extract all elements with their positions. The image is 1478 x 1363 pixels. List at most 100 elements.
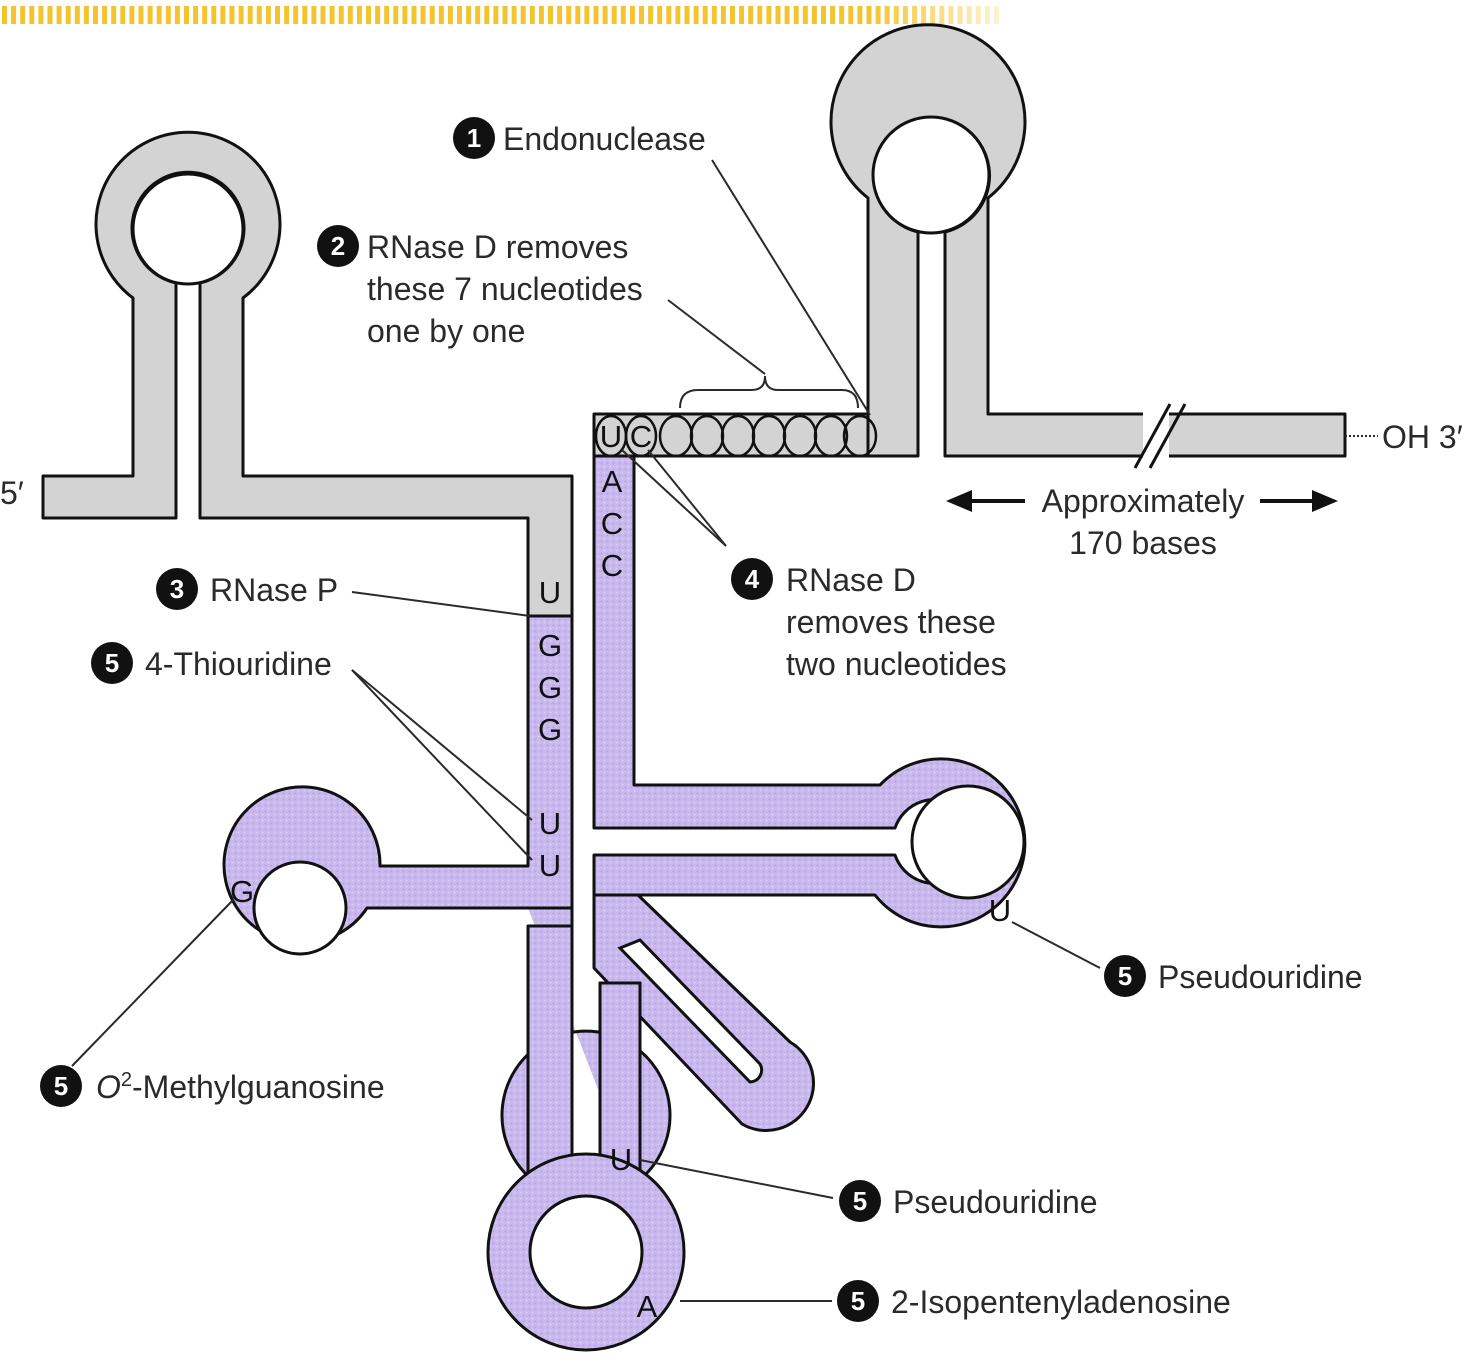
stripe-dash (230, 6, 235, 24)
stripe-dash (439, 6, 444, 24)
stripe-dash (575, 6, 580, 24)
stripe-dash (29, 6, 34, 24)
stripe-dash (148, 6, 153, 24)
mod-pseudouridine-ac-number: 5 (853, 1186, 867, 1216)
d-loop-base-g: G (230, 874, 254, 909)
stripe-dash (311, 6, 316, 24)
t-loop-hole (912, 786, 1024, 898)
step-2-bracket (680, 376, 858, 408)
stripe-dash (685, 6, 690, 24)
stripe-dash (38, 6, 43, 24)
stripe-dash (175, 6, 180, 24)
mod-thiouridine-leader-a (352, 670, 532, 820)
stripe-dash (75, 6, 80, 24)
step-3-label: RNase P (210, 572, 338, 608)
step-3-number: 3 (170, 574, 184, 604)
stripe-dash (594, 6, 599, 24)
mod-thiouridine-label: 4-Thiouridine (145, 646, 332, 682)
stripe-dash (348, 6, 353, 24)
stripe-dash (757, 6, 762, 24)
three-prime-hairpin (831, 25, 1345, 456)
stripe-dash (129, 6, 134, 24)
mod-pseudouridine-t-number: 5 (1118, 961, 1132, 991)
stripe-dash (321, 6, 326, 24)
stripe-dash (994, 6, 999, 24)
stripe-dash (257, 6, 262, 24)
stripe-dash (93, 6, 98, 24)
stripe-dash (566, 6, 571, 24)
stripe-dash (184, 6, 189, 24)
stripe-dash (57, 6, 62, 24)
stripe-dash (603, 6, 608, 24)
mod-methylguanosine-leader (72, 900, 233, 1066)
stripe-dash (20, 6, 25, 24)
stripe-dash (548, 6, 553, 24)
stripe-dash (357, 6, 362, 24)
stripe-dash (748, 6, 753, 24)
stripe-dash (393, 6, 398, 24)
stripe-dash (894, 6, 899, 24)
stem-base-g3: G (538, 712, 562, 747)
mod-methylguanosine-label: O2-Methylguanosine (96, 1069, 385, 1105)
step-4-leader-b (648, 450, 726, 546)
stripe-dash (211, 6, 216, 24)
stripe-dash (530, 6, 535, 24)
stripe-dash (830, 6, 835, 24)
five-prime-label: 5′ (0, 475, 24, 511)
anticodon-loop-base-a: A (637, 1289, 658, 1324)
stem-base-g1: G (538, 628, 562, 663)
stripe-dash (475, 6, 480, 24)
stripe-dash (639, 6, 644, 24)
stripe-dash (912, 6, 917, 24)
removed-base-c: C (630, 419, 652, 454)
stripe-dash (821, 6, 826, 24)
stripe-dash (275, 6, 280, 24)
stripe-dash (776, 6, 781, 24)
stripe-dash (730, 6, 735, 24)
stripe-dash (739, 6, 744, 24)
stripe-dash (703, 6, 708, 24)
stripe-dash (948, 6, 953, 24)
stripe-dash (248, 6, 253, 24)
stripe-dash (66, 6, 71, 24)
stripe-dash (584, 6, 589, 24)
stripe-dash (503, 6, 508, 24)
stripe-dash (457, 6, 462, 24)
step-2-leader (668, 300, 765, 374)
stripe-dash (2, 6, 7, 24)
stripe-dash (903, 6, 908, 24)
stripe-dash (621, 6, 626, 24)
step-4-leader-a (622, 450, 726, 546)
mod-thiouridine-leader-b (352, 670, 532, 860)
stripe-dash (766, 6, 771, 24)
stripe-dash (220, 6, 225, 24)
stripe-dash (302, 6, 307, 24)
mod-pseudouridine-t-label: Pseudouridine (1158, 959, 1363, 995)
stripe-dash (330, 6, 335, 24)
stripe-dash (712, 6, 717, 24)
stripe-dash (694, 6, 699, 24)
stripe-dash (512, 6, 517, 24)
mod-pseudouridine-t-leader (1012, 922, 1100, 968)
stem-base-g2: G (538, 670, 562, 705)
stripe-dash (339, 6, 344, 24)
stripe-dash (448, 6, 453, 24)
three-prime-label: OH 3′ (1382, 419, 1463, 455)
stripe-dash (266, 6, 271, 24)
stripe-dash (976, 6, 981, 24)
stripe-dash (885, 6, 890, 24)
step-3-leader (352, 592, 530, 616)
stripe-dash (967, 6, 972, 24)
length-note-line2: 170 bases (1069, 525, 1217, 561)
stripe-dash (794, 6, 799, 24)
mod-methylguanosine-number: 5 (54, 1071, 68, 1101)
stripe-dash (803, 6, 808, 24)
stripe-dash (166, 6, 171, 24)
stripe-dash (985, 6, 990, 24)
stripe-dash (293, 6, 298, 24)
cleavage-base-u: U (539, 575, 561, 610)
mod-isopentenyladenosine-number: 5 (851, 1286, 865, 1316)
stripe-dash (521, 6, 526, 24)
top-decorative-stripe (2, 6, 999, 24)
stripe-dash (648, 6, 653, 24)
